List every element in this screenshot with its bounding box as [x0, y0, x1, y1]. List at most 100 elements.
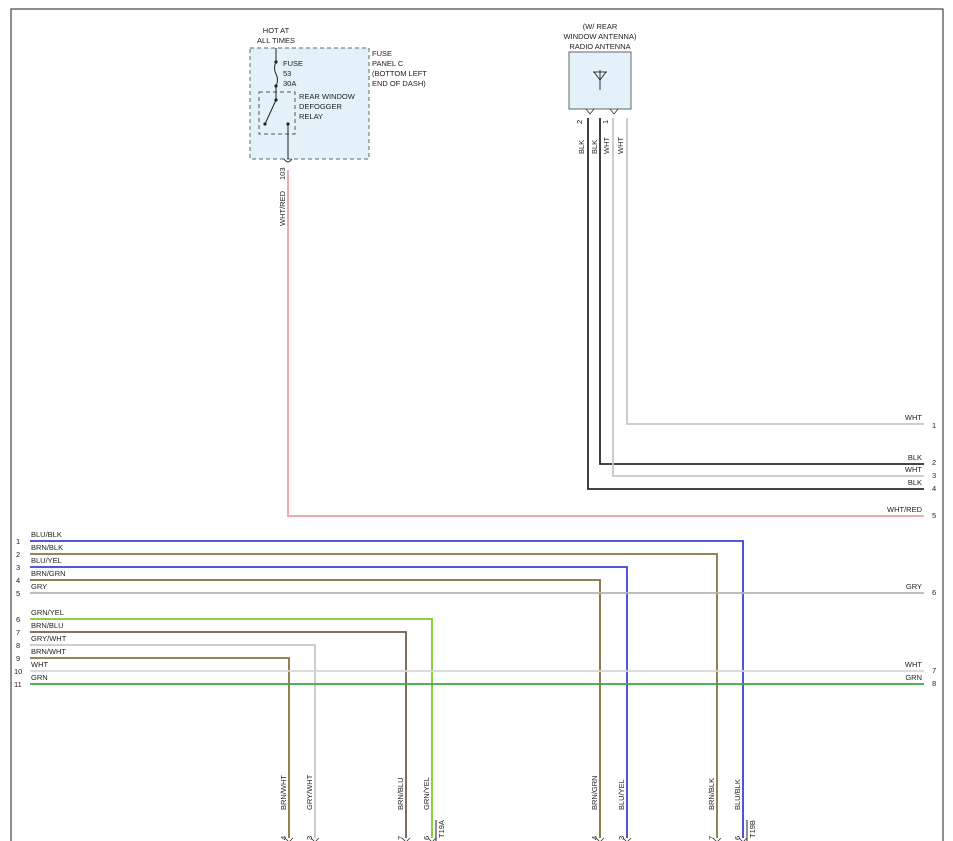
left-pin-10: 10 — [14, 667, 22, 676]
left-pin-3: 3 — [16, 563, 20, 572]
bottom-left-pin-4: 6 — [422, 836, 431, 840]
bottom-right-wire-label-3: BRN/BLK — [707, 778, 716, 810]
relay-switch — [264, 99, 277, 125]
bottom-right-wire-label-4: BLU/BLK — [733, 779, 742, 810]
bottom-right-connector: BRN/GRN BLU/YEL BRN/BLK BLU/BLK 4 3 7 6 … — [590, 775, 757, 841]
fuse-label-3: 30A — [283, 79, 296, 88]
antenna-icon — [593, 70, 607, 90]
wire-brn-grn — [30, 579, 601, 838]
bottom-left-wire-label-4: GRN/YEL — [422, 777, 431, 810]
antenna-label-2: WINDOW ANTENNA) — [564, 32, 637, 41]
supply-label-1: HOT AT — [263, 26, 290, 35]
bottom-left-wire-label-2: GRY/WHT — [305, 774, 314, 810]
fuse-block: HOT AT ALL TIMES FUSE 53 30A FUSE PANEL … — [249, 26, 427, 226]
antenna-wire-label-1: BLK — [577, 140, 586, 154]
antenna-wire-label-3: WHT — [602, 137, 611, 154]
left-wire-label-3: BLU/YEL — [31, 556, 62, 565]
antenna-box — [568, 51, 632, 110]
left-pin-6: 6 — [16, 615, 20, 624]
left-pin-1: 1 — [16, 537, 20, 546]
connector-t19a-label: T19A — [437, 820, 446, 838]
left-wire-label-7: BRN/BLU — [31, 621, 64, 630]
bottom-terminals — [284, 837, 748, 841]
right-pin-5: 5 — [932, 511, 936, 520]
fuse-label-2: 53 — [283, 69, 291, 78]
connector-t19b-label: T19B — [748, 820, 757, 838]
wire-blu-blk — [30, 540, 744, 838]
right-connector: WHT 1 BLK 2 WHT 3 BLK 4 WHT/RED 5 GRY 6 … — [887, 413, 936, 688]
right-pin-2: 2 — [932, 458, 936, 467]
antenna-block: (W/ REAR WINDOW ANTENNA) RADIO ANTENNA 2… — [564, 22, 637, 154]
antenna-label-1: (W/ REAR — [583, 22, 618, 31]
left-connector: 1 BLU/BLK 2 BRN/BLK 3 BLU/YEL 4 BRN/GRN … — [14, 530, 67, 689]
right-pin-7: 7 — [932, 666, 936, 675]
wire-wht-red — [287, 170, 924, 517]
left-wire-label-9: BRN/WHT — [31, 647, 66, 656]
left-wire-label-4: BRN/GRN — [31, 569, 66, 578]
fuse-symbol — [274, 61, 278, 87]
right-pin-3: 3 — [932, 471, 936, 480]
wire-wht-3 — [612, 118, 924, 477]
antenna-label-3: RADIO ANTENNA — [569, 42, 630, 51]
right-wire-label-6: GRY — [906, 582, 922, 591]
bottom-right-pin-3: 7 — [707, 836, 716, 840]
right-wire-label-1: WHT — [905, 413, 922, 422]
bottom-left-wire-label-1: BRN/WHT — [279, 775, 288, 810]
left-pin-5: 5 — [16, 589, 20, 598]
left-pin-2: 2 — [16, 550, 20, 559]
fuse-label-1: FUSE — [283, 59, 303, 68]
antenna-wire-label-2: BLK — [590, 140, 599, 154]
left-wire-label-2: BRN/BLK — [31, 543, 63, 552]
pin-103-connector — [283, 158, 293, 163]
wire-gry-wht — [30, 644, 316, 838]
wire-blk-4 — [587, 118, 924, 490]
right-wire-label-3: WHT — [905, 465, 922, 474]
antenna-wire-label-4: WHT — [616, 137, 625, 154]
left-wire-label-11: GRN — [31, 673, 48, 682]
wire-brn-wht — [30, 657, 290, 838]
bottom-right-pin-1: 4 — [590, 836, 599, 840]
right-wire-label-5: WHT/RED — [887, 505, 923, 514]
relay-label-1: REAR WINDOW — [299, 92, 356, 101]
panel-label-4: END OF DASH) — [372, 79, 426, 88]
antenna-pin-1: 1 — [601, 120, 610, 124]
right-pin-8: 8 — [932, 679, 936, 688]
right-wire-label-4: BLK — [908, 478, 922, 487]
left-pin-4: 4 — [16, 576, 20, 585]
right-wire-label-8: GRN — [905, 673, 922, 682]
left-wire-label-1: BLU/BLK — [31, 530, 62, 539]
bottom-left-pin-2: 3 — [305, 836, 314, 840]
left-wire-label-5: GRY — [31, 582, 47, 591]
right-pin-4: 4 — [932, 484, 936, 493]
left-wire-label-8: GRY/WHT — [31, 634, 67, 643]
bottom-right-pin-2: 3 — [617, 836, 626, 840]
wire-blk-2 — [599, 118, 924, 465]
relay-box — [258, 91, 296, 135]
fuse-panel-box — [249, 47, 370, 160]
relay-label-3: RELAY — [299, 112, 323, 121]
bottom-left-pin-1: 4 — [279, 836, 288, 840]
relay-label-2: DEFOGGER — [299, 102, 343, 111]
wire-blu-yel — [30, 566, 628, 838]
panel-label-1: FUSE — [372, 49, 392, 58]
pin-103-label: 103 — [278, 167, 287, 180]
left-pin-7: 7 — [16, 628, 20, 637]
left-wire-label-6: GRN/YEL — [31, 608, 64, 617]
bottom-right-wire-label-2: BLU/YEL — [617, 779, 626, 810]
bottom-right-wire-label-1: BRN/GRN — [590, 775, 599, 810]
wht-red-wire-label: WHT/RED — [278, 190, 287, 226]
bottom-left-wire-label-3: BRN/BLU — [396, 777, 405, 810]
diagram-border — [10, 8, 944, 841]
wire-wht-1 — [626, 118, 924, 425]
wire-grn-yel — [30, 618, 433, 838]
left-pin-8: 8 — [16, 641, 20, 650]
antenna-pin-2: 2 — [575, 120, 584, 124]
bottom-right-pin-4: 6 — [733, 836, 742, 840]
right-wire-label-2: BLK — [908, 453, 922, 462]
right-wire-label-7: WHT — [905, 660, 922, 669]
left-pin-11: 11 — [14, 680, 22, 689]
left-pin-9: 9 — [16, 654, 20, 663]
supply-label-2: ALL TIMES — [257, 36, 295, 45]
right-pin-1: 1 — [932, 421, 936, 430]
